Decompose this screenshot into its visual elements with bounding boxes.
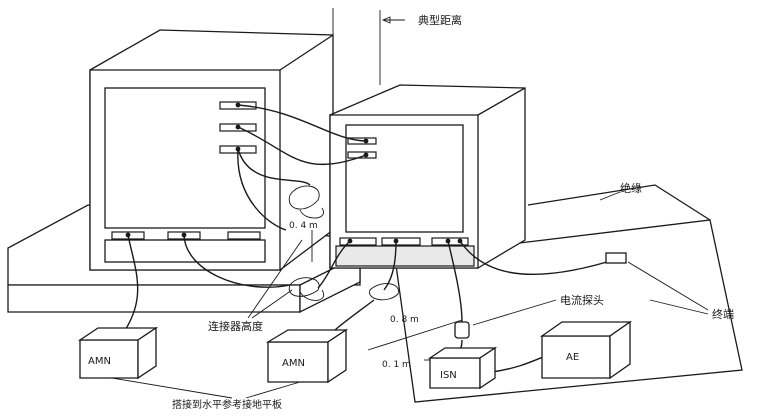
cable-loop-right (369, 283, 399, 301)
ground-plane (394, 219, 743, 403)
label-insulation: 绝缘 (620, 181, 642, 195)
cable-loop-lower (288, 277, 325, 301)
label-dim-04m: 0. 4 m (289, 221, 318, 231)
current-probe (454, 321, 470, 339)
cable-loop-upper (288, 185, 325, 219)
label-typical-distance: 典型距离 (418, 13, 462, 27)
cable-bundle (237, 104, 367, 231)
amn-center-box: AMN (265, 328, 349, 384)
label-dim-01m: 0. 1 m (382, 360, 411, 370)
isn-box: ISN (427, 346, 498, 390)
insulation-block (527, 184, 711, 221)
eut-right-cabinet (329, 84, 526, 269)
ae-box: AE (539, 320, 633, 380)
label-termination: 终端 (712, 307, 734, 321)
label-dim-08m: 0. 8 m (390, 315, 419, 325)
label-current-probe: 电流探头 (560, 293, 604, 307)
label-connector-height: 连接器高度 (208, 319, 263, 333)
label-ground-plane: 搭接到水平参考接地平板 (172, 398, 282, 411)
termination-box (605, 252, 627, 264)
amn-left-label: AMN (88, 356, 111, 367)
amn-center-label: AMN (282, 358, 305, 369)
eut-left-cabinet (89, 29, 334, 271)
bonding-lines (111, 377, 301, 399)
ae-label: AE (566, 352, 579, 363)
left-table-front (7, 284, 301, 313)
amn-left-box: AMN (77, 326, 159, 380)
isn-label: ISN (440, 370, 457, 381)
